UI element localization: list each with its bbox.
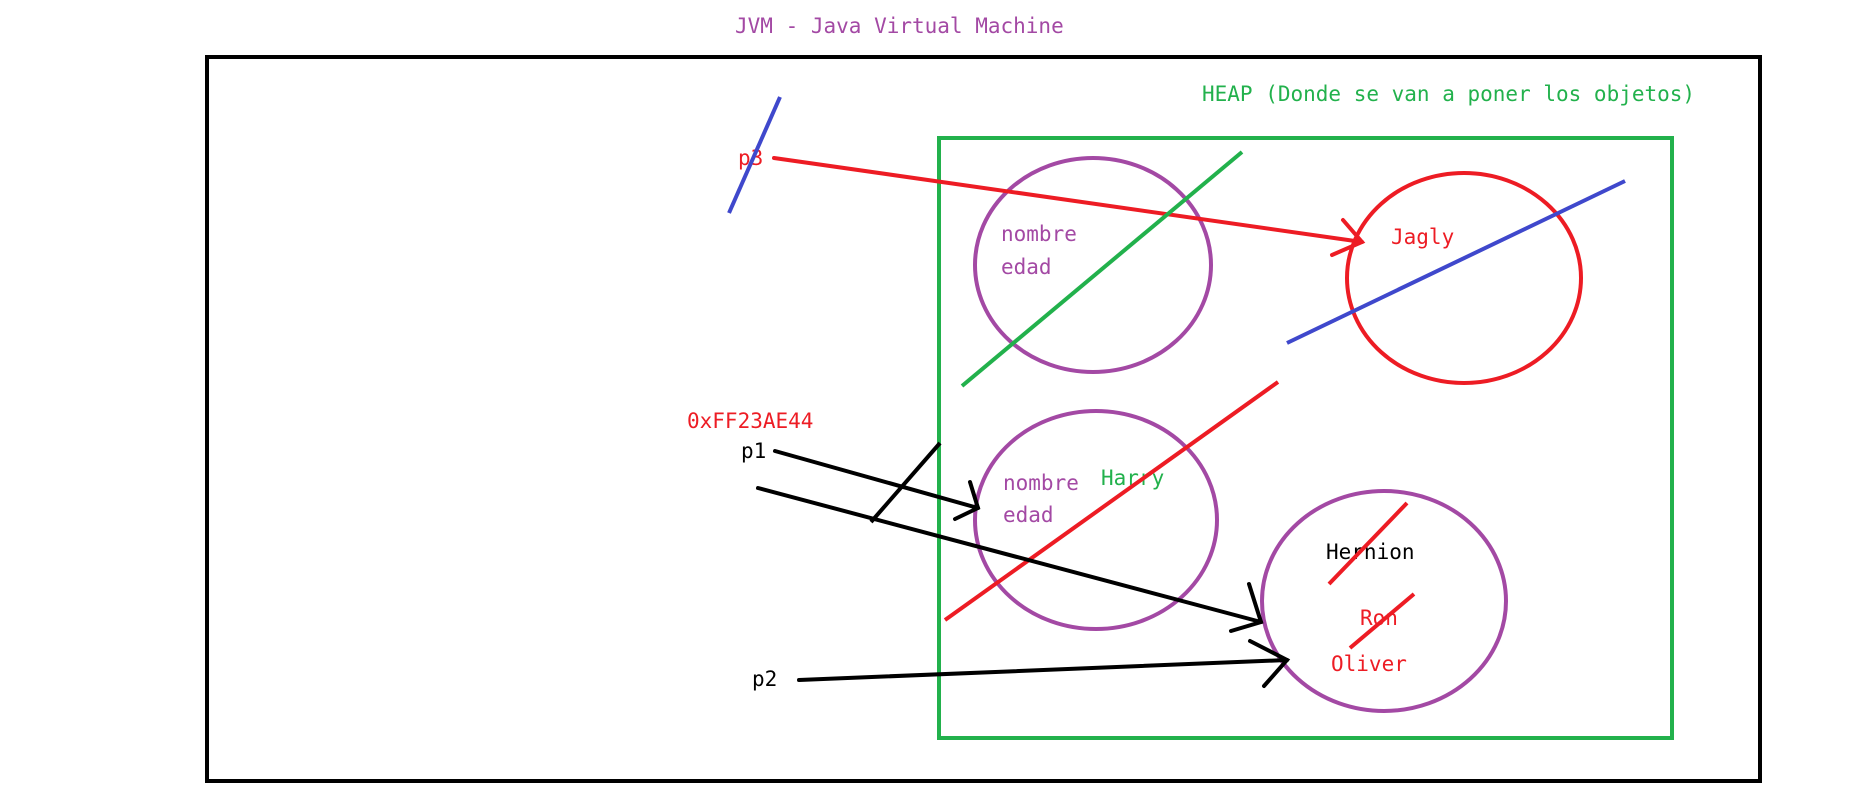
obj2-field-nombre: nombre [1003,471,1079,495]
object-circle-1 [973,156,1213,374]
strike-p1-arrow [869,441,942,524]
heap-box [937,136,1674,740]
arrow-p2 [797,639,1291,688]
obj4-value-oliver: Oliver [1331,652,1407,676]
strike-obj2 [943,380,1280,622]
obj1-field-edad: edad [1001,255,1052,279]
obj4-value-ron: Ron [1360,606,1398,630]
ref-p1: p1 [741,439,766,463]
strike-obj1 [960,150,1244,388]
obj3-value-jagly: Jagly [1391,225,1454,249]
obj2-field-edad: edad [1003,503,1054,527]
jvm-box [205,55,1762,783]
heap-label: HEAP (Donde se van a poner los objetos) [1202,82,1695,106]
arrow-p1-to-obj4 [756,486,1264,633]
arrow-p1 [773,449,981,521]
ref-p2: p2 [752,667,777,691]
strike-p3 [727,96,782,214]
object-circle-3 [1345,171,1583,385]
obj1-field-nombre: nombre [1001,222,1077,246]
address-label: 0xFF23AE44 [687,409,813,433]
object-circle-4 [1260,489,1508,713]
strike-ron [1348,592,1416,650]
arrow-p3 [772,156,1366,257]
strike-jagly [1286,179,1626,345]
strike-hernion [1327,501,1409,586]
object-circle-2 [973,409,1219,631]
diagram-title: JVM - Java Virtual Machine [735,14,1064,38]
